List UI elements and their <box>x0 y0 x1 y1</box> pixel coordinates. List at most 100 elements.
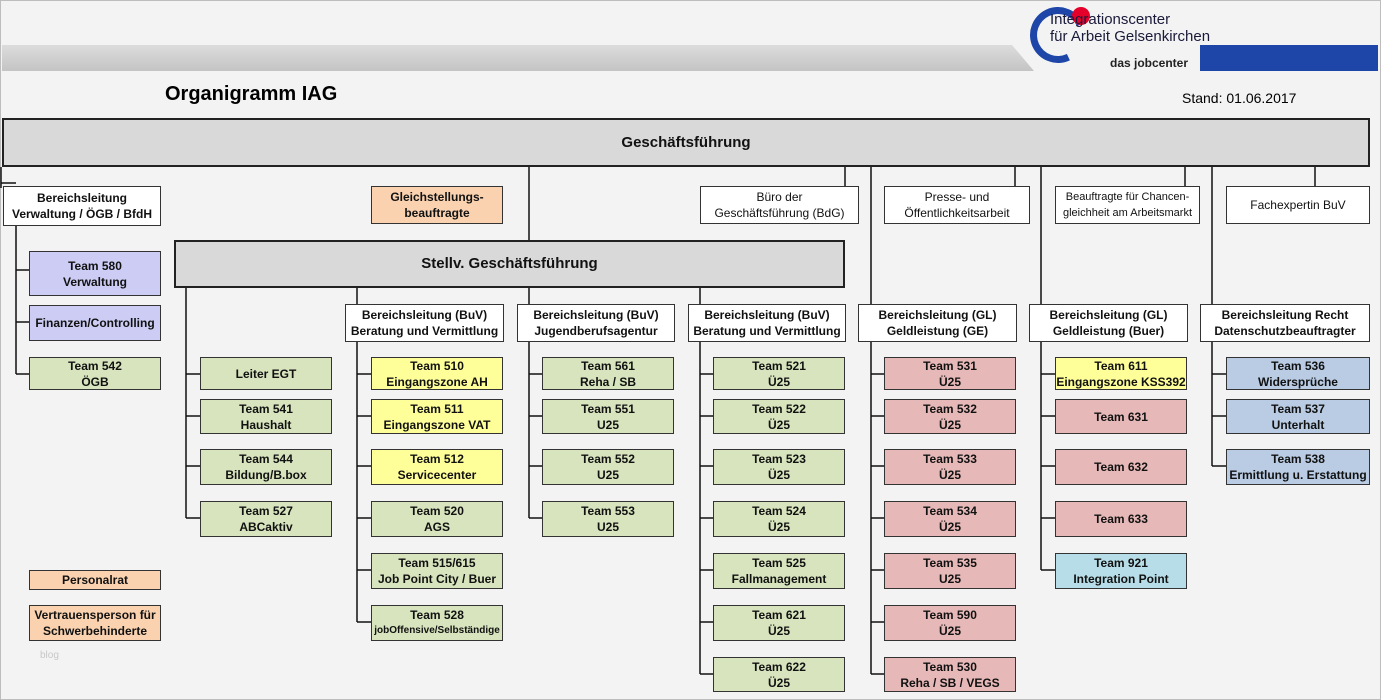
box-label-line: Eingangszone VAT <box>383 417 491 432</box>
box-label-line: Ü25 <box>767 624 790 638</box>
box-label-line: Servicecenter <box>397 468 477 482</box>
logo-line-3: das jobcenter <box>1110 56 1189 70</box>
box-label-line: ÖGB <box>81 374 109 389</box>
box-label-line: Beratung und Vermittlung <box>693 324 841 338</box>
box-label-line: Ü25 <box>938 374 961 389</box>
team-530-box: Team 530 Reha / SB / VEGS <box>884 657 1016 692</box>
team-921-box: Team 921 Integration Point <box>1055 553 1187 589</box>
box-label-line: Team 511 <box>410 401 464 416</box>
box-label-line: Team 525 <box>752 556 806 570</box>
box-label-line: Team 921 <box>1094 556 1148 570</box>
box-label-line: Team 530 <box>923 659 977 674</box>
team-551-box: Team 551 U25 <box>542 399 674 434</box>
buero-geschaeftsfuehrung-box: Büro der Geschäftsführung (BdG) <box>700 186 859 224</box>
box-label: Geschäftsführung <box>621 133 751 151</box>
box-label-line: Team 510 <box>410 358 464 373</box>
box-label-line: Vertrauensperson für <box>34 608 156 622</box>
logo-dot-icon <box>1072 7 1090 25</box>
team-580-box: Team 580 Verwaltung <box>29 251 161 296</box>
team-528-box: Team 528 jobOffensive/Selbständige <box>371 605 503 641</box>
box-label-line: Bereichsleitung (BuV) <box>533 308 659 322</box>
bereichsleitung-verwaltung-box: Bereichsleitung Verwaltung / ÖGB / BfdH <box>3 186 161 226</box>
box-label-line: Team 536 <box>1271 358 1325 373</box>
box-label: Personalrat <box>61 573 129 587</box>
bereichsleitung-buv1-box: Bereichsleitung (BuV) Beratung und Vermi… <box>345 304 504 342</box>
box-label: Stellv. Geschäftsführung <box>421 255 598 272</box>
team-632-box: Team 632 <box>1055 449 1187 485</box>
box-label-line: U25 <box>596 468 619 482</box>
bereichsleitung-recht-box: Bereichsleitung Recht Datenschutzbeauftr… <box>1200 304 1370 342</box>
box-label-line: Team 523 <box>752 452 806 466</box>
team-511-box: Team 511 Eingangszone VAT <box>371 399 503 434</box>
box-label-line: Bereichsleitung (GL) <box>878 308 997 322</box>
box-label-line: Team 532 <box>923 401 977 416</box>
header-blue-bar <box>1200 45 1378 71</box>
presse-box: Presse- und Öffentlichkeitsarbeit <box>884 186 1030 224</box>
box-label-line: Reha / SB <box>579 374 636 389</box>
box-label-line: Geschäftsführung (BdG) <box>714 206 845 220</box>
box-label-line: Gleichstellungs- <box>390 190 484 204</box>
box-label-line: Beratung und Vermittlung <box>350 324 499 338</box>
box-label-line: ABCaktiv <box>239 520 293 534</box>
box-label-line: Team 515/615 <box>398 556 476 570</box>
box-label-line: Beauftragte für Chancen- <box>1065 191 1190 203</box>
box-label: Team 633 <box>1094 512 1148 526</box>
team-512-box: Team 512 Servicecenter <box>371 449 503 485</box>
box-label-line: AGS <box>423 520 450 534</box>
team-523-box: Team 523 Ü25 <box>713 449 845 485</box>
team-522-box: Team 522 Ü25 <box>713 399 845 434</box>
box-label-line: Datenschutzbeauftragter <box>1214 324 1356 338</box>
box-label-line: U25 <box>596 417 619 432</box>
leiter-egt-box: Leiter EGT <box>200 357 332 390</box>
team-520-box: Team 520 AGS <box>371 501 503 537</box>
box-label-line: Integration Point <box>1073 572 1169 586</box>
box-label-line: gleichheit am Arbeitsmarkt <box>1063 207 1192 219</box>
box-label-line: Geldleistung (GE) <box>886 324 989 338</box>
box-label-line: Eingangszone KSS392 <box>1056 374 1186 389</box>
bereichsleitung-gl-ge-box: Bereichsleitung (GL) Geldleistung (GE) <box>858 304 1017 342</box>
team-553-box: Team 553 U25 <box>542 501 674 537</box>
team-525-box: Team 525 Fallmanagement <box>713 553 845 589</box>
box-label-line: Team 533 <box>923 452 977 466</box>
box-label-line: Bereichsleitung Recht <box>1221 308 1349 322</box>
box-label-line: Verwaltung / ÖGB / BfdH <box>11 207 152 221</box>
box-label-line: Widersprüche <box>1258 374 1338 389</box>
box-label-line: Team 553 <box>581 504 635 518</box>
team-536-box: Team 536 Widersprüche <box>1226 357 1370 390</box>
box-label-line: Team 542 <box>68 358 122 373</box>
bereichsleitung-gl-buer-box: Bereichsleitung (GL) Geldleistung (Buer) <box>1029 304 1188 342</box>
team-544-box: Team 544 Bildung/B.box <box>200 449 332 485</box>
team-633-box: Team 633 <box>1055 501 1187 537</box>
logo-line-2: für Arbeit Gelsenkirchen <box>1050 28 1211 45</box>
box-label-line: beauftragte <box>404 206 470 220</box>
team-524-box: Team 524 Ü25 <box>713 501 845 537</box>
box-label-line: Ü25 <box>767 374 790 389</box>
box-label-line: Schwerbehinderte <box>42 624 148 638</box>
geschaeftsfuehrung-box: Geschäftsführung <box>2 118 1370 167</box>
team-531-box: Team 531 Ü25 <box>884 357 1016 390</box>
box-label: Finanzen/Controlling <box>35 316 155 330</box>
box-label-line: Team 522 <box>752 401 806 416</box>
box-label-line: Reha / SB / VEGS <box>900 675 1000 690</box>
box-label-line: Geldleistung (Buer) <box>1052 324 1165 338</box>
box-label-line: Presse- und <box>924 190 990 204</box>
box-label-line: Ü25 <box>767 675 790 690</box>
box-label-line: Ü25 <box>767 417 790 432</box>
box-label-line: Team 580 <box>68 258 122 273</box>
box-label-line: Ü25 <box>767 468 790 482</box>
box-label-line: Team 622 <box>752 659 806 674</box>
box-label: Leiter EGT <box>235 366 297 381</box>
team-538-box: Team 538 Ermittlung u. Erstattung <box>1226 449 1370 485</box>
box-label-line: Team 521 <box>752 358 806 373</box>
box-label-line: Ü25 <box>938 468 961 482</box>
box-label-line: U25 <box>596 520 619 534</box>
box-label-line: Öffentlichkeitsarbeit <box>904 206 1010 220</box>
box-label: Team 631 <box>1094 409 1148 424</box>
team-541-box: Team 541 Haushalt <box>200 399 332 434</box>
box-label-line: Ü25 <box>938 417 961 432</box>
box-label: Fachexpertin BuV <box>1250 198 1346 212</box>
box-label: Team 632 <box>1094 460 1148 474</box>
stellv-geschaeftsfuehrung-box: Stellv. Geschäftsführung <box>174 240 845 288</box>
watermark: blog <box>40 650 59 661</box>
